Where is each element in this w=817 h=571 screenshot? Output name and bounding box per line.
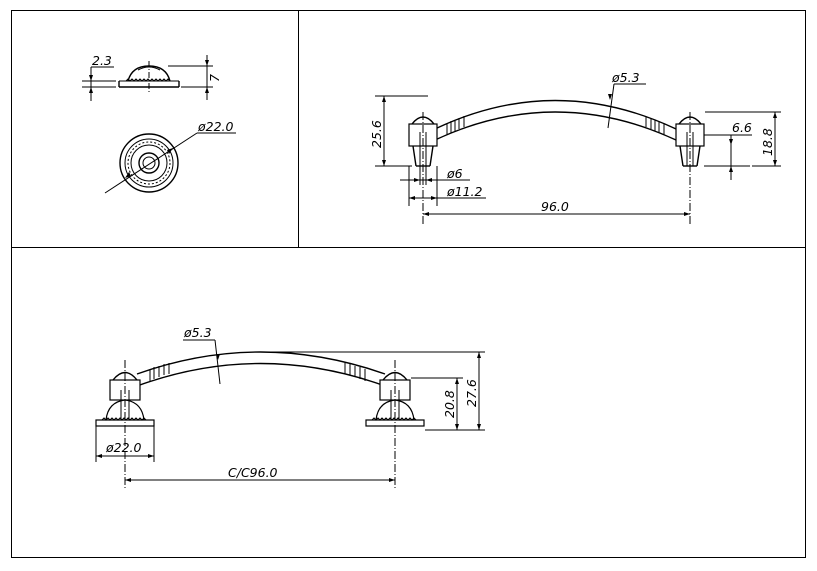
dim-right-small-label: 6.6 bbox=[732, 120, 752, 135]
top-right-view: 25.6 ø5.3 6.6 18.8 bbox=[369, 70, 781, 224]
dim-left-height-label: 25.6 bbox=[369, 120, 384, 148]
rosette-plan-view: ø22.0 bbox=[104, 119, 236, 194]
dim-bar-diameter-bottom-label: ø5.3 bbox=[183, 325, 212, 340]
top-left-view: 2.3 7 ø22.0 bbox=[82, 53, 236, 194]
dim-base-diameter-label: ø22.0 bbox=[105, 440, 142, 455]
drawing-frame bbox=[11, 10, 806, 558]
dimension-left-height: 25.6 bbox=[369, 95, 428, 167]
dim-base-height-label: 2.3 bbox=[92, 53, 112, 68]
dimension-bar-diameter-bottom: ø5.3 bbox=[183, 325, 221, 385]
dimension-length: 96.0 bbox=[423, 199, 690, 216]
dimension-right-small: 6.6 bbox=[704, 120, 752, 180]
handle-assembled-view bbox=[95, 351, 425, 488]
dim-foot-diameter-label: ø11.2 bbox=[446, 184, 483, 199]
dimension-foot-diameter: ø11.2 bbox=[408, 166, 486, 206]
dim-right-height-label: 18.8 bbox=[760, 128, 775, 156]
dimension-bar-diameter: ø5.3 bbox=[607, 70, 646, 129]
bottom-view: ø5.3 20.8 27.6 ø22.0 bbox=[95, 325, 485, 488]
dimension-center-distance: C/C96.0 bbox=[125, 465, 395, 482]
dim-inner-height-label: 20.8 bbox=[442, 390, 457, 418]
dimension-inner-height: 20.8 bbox=[411, 377, 463, 431]
dimension-total-height-bottom: 27.6 bbox=[260, 351, 485, 431]
dim-shaft-diameter-label: ø6 bbox=[446, 166, 463, 181]
dimension-shaft-diameter: ø6 bbox=[400, 166, 470, 185]
dim-length-label: 96.0 bbox=[541, 199, 569, 214]
rosette-side-profile bbox=[118, 61, 180, 92]
dim-total-height-label: 7 bbox=[207, 74, 222, 82]
dim-rosette-diameter-label: ø22.0 bbox=[197, 119, 234, 134]
handle-top-view bbox=[408, 99, 705, 224]
dim-center-distance-label: C/C96.0 bbox=[228, 465, 278, 480]
dimension-total-height: 7 bbox=[168, 55, 222, 100]
dimension-base-height: 2.3 bbox=[82, 53, 116, 101]
dimension-right-height: 18.8 bbox=[705, 111, 781, 167]
dim-bar-diameter-label: ø5.3 bbox=[611, 70, 640, 85]
dim-total-height-bottom-label: 27.6 bbox=[464, 379, 479, 407]
dimension-base-diameter: ø22.0 bbox=[95, 426, 155, 462]
